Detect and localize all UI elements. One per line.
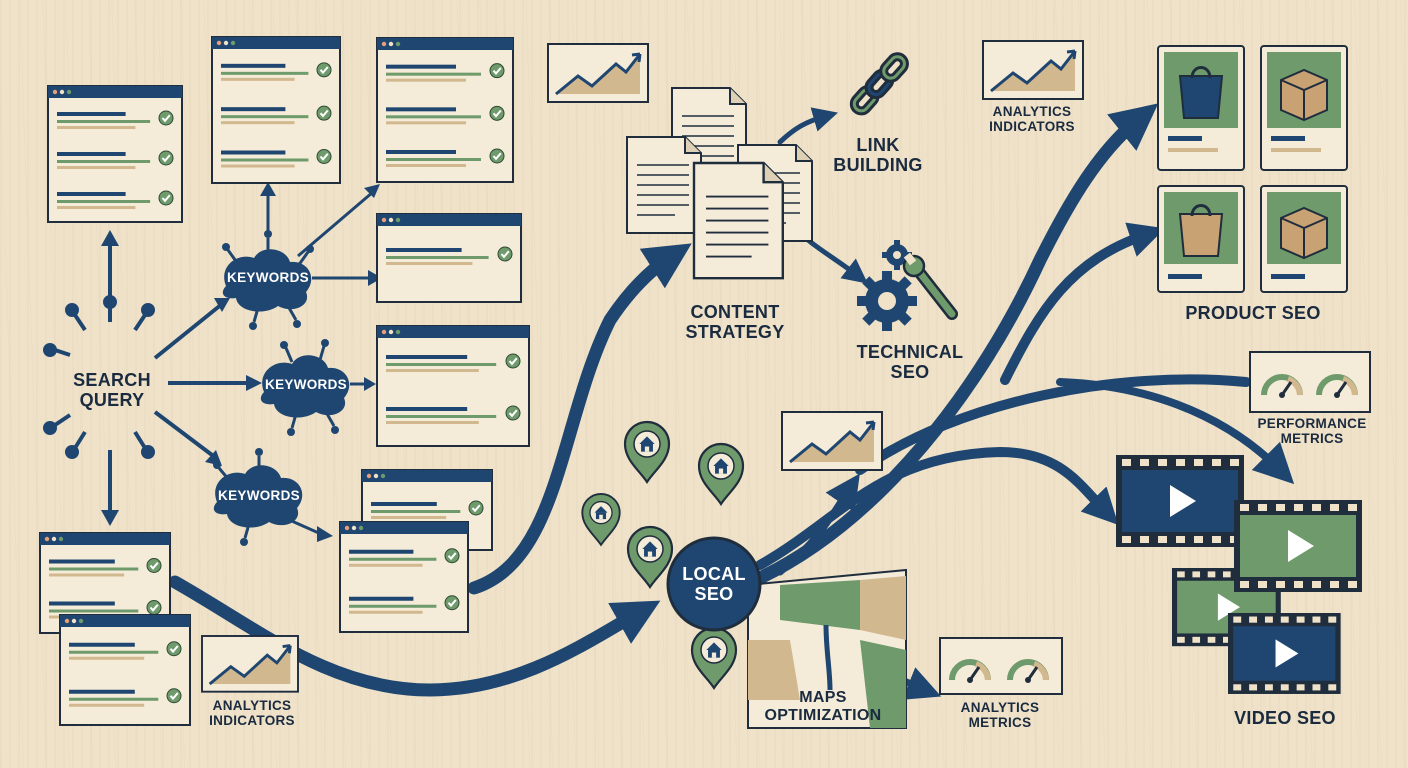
check-icon	[158, 110, 174, 126]
gear-icon	[857, 240, 917, 331]
search-query-label: SEARCH QUERY	[73, 370, 151, 411]
content-strategy-label: CONTENT STRATEGY	[685, 302, 785, 343]
check-icon	[489, 62, 505, 79]
check-icon	[158, 190, 174, 206]
wrench-icon	[902, 252, 958, 320]
serp-window-icon	[211, 36, 341, 184]
local-seo-circle	[666, 536, 762, 632]
serp-window-icon	[376, 213, 522, 303]
serp-window-icon	[339, 521, 469, 633]
map-icon	[747, 568, 907, 729]
analytics-metrics-label: ANALYTICS METRICS	[960, 700, 1040, 731]
flow-arrows	[168, 103, 1295, 700]
check-icon	[316, 105, 332, 122]
check-icon	[505, 353, 521, 369]
check-icon	[158, 150, 174, 166]
serp-window-icon	[376, 37, 514, 183]
video-seo-label: VIDEO SEO	[1234, 708, 1336, 728]
check-icon	[166, 640, 182, 657]
check-icon	[146, 599, 162, 616]
video-play-icon	[1116, 455, 1362, 694]
check-icon	[489, 148, 505, 164]
check-icon	[505, 405, 521, 421]
package-box-icon	[1280, 206, 1328, 260]
serp-window-icon	[59, 614, 191, 726]
gauge-icon	[939, 351, 1371, 695]
technical-seo-label: TECHNICAL SEO	[856, 342, 964, 383]
chain-link-icon	[849, 52, 909, 116]
check-icon	[497, 246, 513, 262]
local-seo-label: LOCAL SEO	[682, 564, 746, 605]
check-icon	[468, 500, 484, 516]
link-building-label: LINK BUILDING	[833, 135, 923, 176]
performance-metrics-label: PERFORMANCE METRICS	[1257, 416, 1367, 447]
check-icon	[166, 687, 182, 704]
keywords-label-3: KEYWORDS	[218, 488, 300, 503]
keywords-label-1: KEYWORDS	[227, 270, 309, 285]
package-box-icon	[1280, 68, 1328, 122]
check-icon	[316, 148, 332, 165]
shopping-bag-icon	[1178, 204, 1224, 257]
serp-windows	[39, 36, 530, 726]
document-icon	[626, 87, 813, 280]
check-icon	[444, 547, 460, 564]
check-icon	[489, 105, 505, 122]
analytics-indicators-top-label: ANALYTICS INDICATORS	[989, 104, 1075, 135]
serp-window-icon	[47, 85, 183, 223]
check-icon	[146, 557, 162, 574]
check-icon	[444, 594, 460, 611]
shopping-bag-icon	[1178, 66, 1224, 119]
search-query-icon	[43, 230, 262, 526]
check-icon	[316, 61, 332, 78]
keywords-label-2: KEYWORDS	[265, 377, 347, 392]
product-seo-label: PRODUCT SEO	[1185, 303, 1321, 323]
maps-optimization-label: MAPS OPTIMIZATION	[764, 689, 882, 724]
product-cards	[1157, 45, 1348, 293]
keyword-cloud-icon	[213, 182, 382, 546]
analytics-indicators-left-label: ANALYTICS INDICATORS	[209, 698, 295, 729]
serp-window-icon	[376, 325, 530, 447]
